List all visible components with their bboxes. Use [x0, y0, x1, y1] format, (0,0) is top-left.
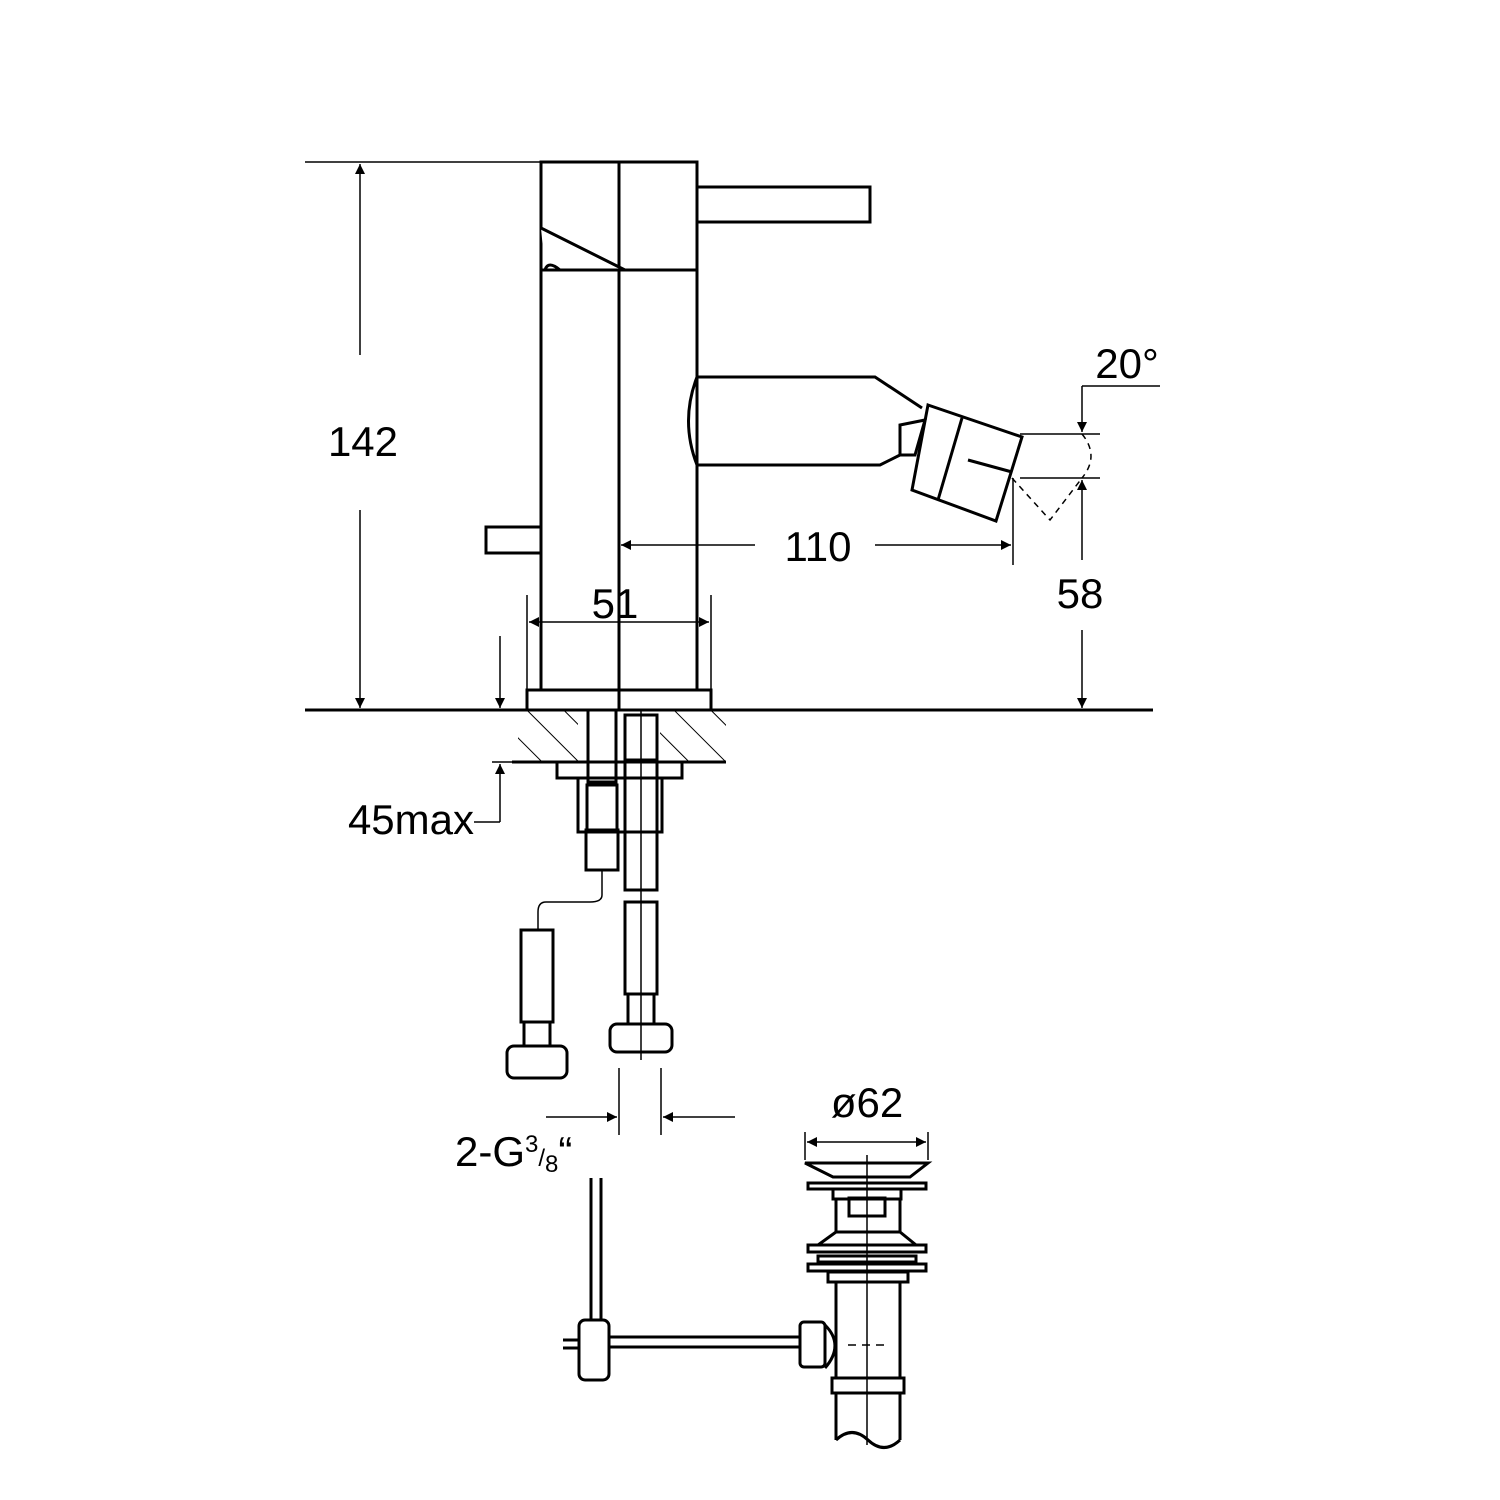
dimension-height: 142	[305, 161, 541, 708]
dimension-drain-diameter: ø62	[804, 1079, 929, 1160]
deck-thickness-label: 45max	[348, 796, 474, 843]
pop-up-knob	[484, 525, 543, 555]
connection-label: 2-G3/8“	[455, 1128, 572, 1178]
spray-head	[910, 403, 1024, 523]
spout-angle-label: 20°	[1095, 340, 1159, 387]
reach-label: 110	[785, 523, 852, 570]
dimension-reach: 110	[621, 478, 1014, 570]
faucet-body	[484, 160, 872, 712]
spout-height-label: 58	[1057, 570, 1104, 617]
lever-cutout	[540, 226, 626, 272]
body-width-label: 51	[592, 580, 639, 627]
dimension-connection: 2-G3/8“	[455, 1068, 735, 1178]
height-label: 142	[328, 418, 398, 465]
spout	[687, 375, 1092, 523]
deck-section	[305, 708, 1153, 834]
dimension-spout-height: 58 20°	[1020, 340, 1160, 708]
drain-assembly	[563, 1155, 933, 1449]
lever-handle	[695, 185, 872, 224]
drain-cap	[804, 1161, 933, 1179]
dimension-body-width: 51	[526, 580, 712, 690]
supply-hoses	[505, 708, 674, 1080]
drain-diameter-label: ø62	[831, 1079, 903, 1126]
dimension-deck-thickness: 45max	[348, 636, 520, 843]
